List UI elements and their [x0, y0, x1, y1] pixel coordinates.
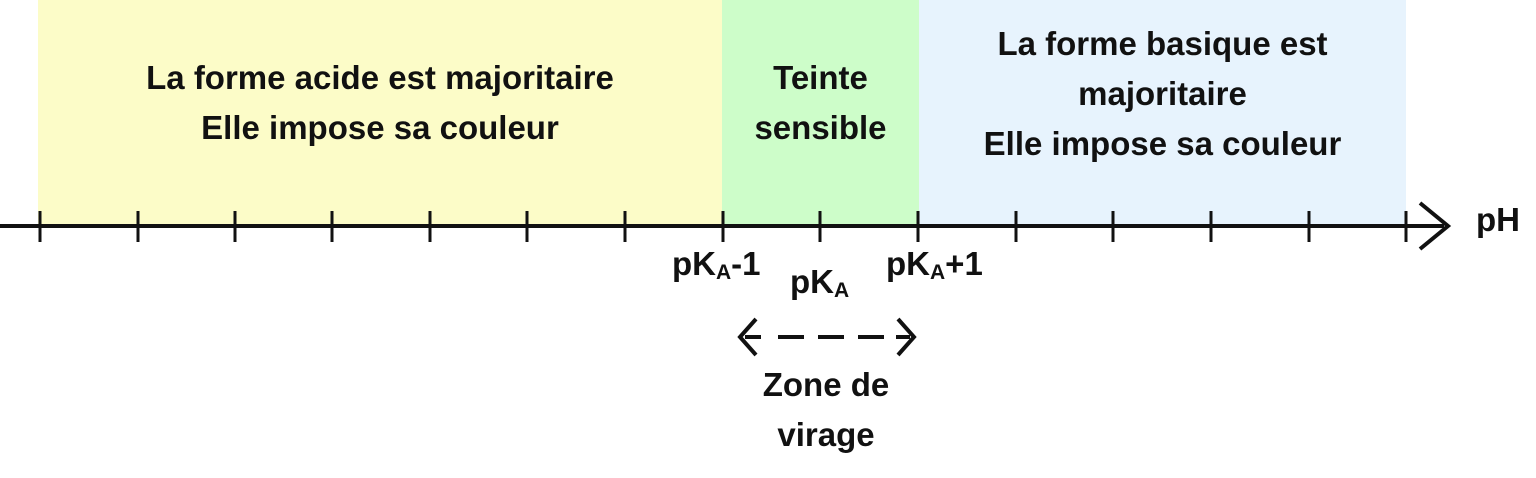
sensitive-zone-line1: Teinte	[773, 59, 868, 96]
tick-label-pka-plus-1: pKA+1	[886, 244, 983, 284]
basic-zone-line3: Elle impose sa couleur	[983, 125, 1342, 162]
acid-zone-text: La forme acide est majoritaire Elle impo…	[38, 53, 722, 153]
sensitive-zone-line2: sensible	[754, 109, 887, 146]
sensitive-zone: Teinte sensible	[722, 0, 919, 224]
pka-minus-base: pK	[672, 245, 716, 282]
pka-minus-sub: A	[716, 261, 732, 284]
ph-axis-arrowhead	[1418, 201, 1452, 251]
pka-base: pK	[790, 263, 834, 300]
pka-plus-sub: A	[930, 261, 946, 284]
transition-line2: virage	[777, 416, 875, 453]
acid-zone-line2: Elle impose sa couleur	[201, 109, 559, 146]
acid-zone-line1: La forme acide est majoritaire	[146, 59, 614, 96]
left-arrowhead	[737, 317, 758, 357]
basic-zone-line2: majoritaire	[1078, 75, 1247, 112]
basic-zone-text: La forme basique est majoritaire Elle im…	[919, 19, 1406, 169]
sensitive-zone-text: Teinte sensible	[722, 53, 919, 153]
tick-label-pka: pKA	[790, 262, 849, 302]
pka-plus-base: pK	[886, 245, 930, 282]
pka-sub: A	[834, 279, 850, 302]
transition-zone-label: Zone de virage	[726, 360, 926, 460]
transition-double-arrow	[737, 317, 917, 357]
axis-label-ph: pH	[1476, 201, 1520, 238]
basic-zone-line1: La forme basique est	[997, 25, 1328, 62]
pka-minus-suffix: -1	[731, 245, 761, 282]
right-arrowhead	[896, 317, 917, 357]
basic-zone: La forme basique est majoritaire Elle im…	[919, 0, 1406, 224]
pka-plus-suffix: +1	[945, 245, 983, 282]
transition-line1: Zone de	[762, 366, 890, 403]
tick-label-pka-minus-1: pKA-1	[672, 244, 761, 284]
ph-axis-ticks	[38, 211, 1408, 242]
acid-zone: La forme acide est majoritaire Elle impo…	[38, 0, 722, 224]
